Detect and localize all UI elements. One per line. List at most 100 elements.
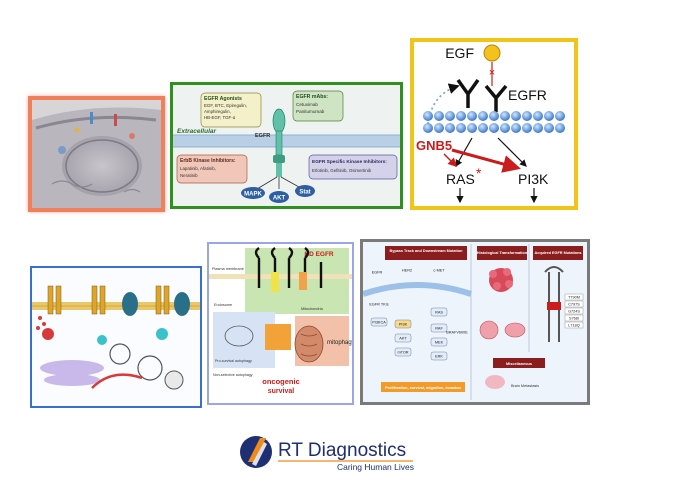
kd-egfr-diagram: KD EGFR Plasma membrane Endosome Mitocho… bbox=[209, 244, 352, 403]
egf-label: EGF bbox=[445, 45, 474, 61]
pathway-node-box bbox=[370, 317, 388, 327]
rt-diagnostics-logo: RT Diagnostics Caring Human Lives bbox=[238, 432, 428, 474]
gnb5-label: GNB5 bbox=[416, 138, 452, 153]
pathway-node-label: AKT bbox=[399, 336, 407, 340]
membrane-bead bbox=[456, 123, 466, 133]
oncogenic-label: oncogenic bbox=[262, 377, 300, 386]
akt-label: AKT bbox=[273, 196, 286, 202]
membrane-bead bbox=[533, 123, 543, 133]
panel-resistance-mechanisms: Bypass Track and Downstream Mutation His… bbox=[360, 239, 590, 405]
pathway-node-label: EGFR TKIs bbox=[369, 302, 388, 306]
recycling-arrow bbox=[427, 83, 460, 125]
mutation-label: L718Q bbox=[568, 324, 579, 328]
mabs-box bbox=[292, 90, 344, 122]
pathway-node-box bbox=[394, 347, 412, 357]
pathway-node-label: HER2 bbox=[402, 268, 412, 272]
egfr-therapy-diagram: Extracellular EGFR Agonists EGF, BTC, Ep… bbox=[173, 85, 400, 206]
kd-egfr-label: KD EGFR bbox=[304, 251, 334, 258]
cell-membrane bbox=[173, 135, 400, 147]
pathway-node-box bbox=[430, 351, 448, 361]
mutation-box bbox=[564, 300, 584, 308]
membrane-bead bbox=[423, 123, 433, 133]
pathway-node-box bbox=[394, 319, 412, 329]
erbb-line: Lapatinib, Afatinib, bbox=[180, 166, 216, 171]
bypass-title: Bypass Track and Downstream Mutation bbox=[389, 249, 463, 253]
erbb-box bbox=[176, 154, 248, 184]
membrane-bead bbox=[478, 123, 488, 133]
membrane-bead bbox=[555, 111, 565, 121]
gnb5-diagram: EGF × EGFR GNB5 RAS * PI3K bbox=[416, 44, 565, 204]
mabs-line: Panitumumab bbox=[296, 109, 325, 114]
pathway-node-box bbox=[394, 333, 412, 343]
brain-shape bbox=[485, 375, 505, 389]
receptor-right bbox=[484, 84, 508, 112]
panel-gnb5-signalling: EGF × EGFR GNB5 RAS * PI3K bbox=[410, 38, 578, 210]
resistance-diagram: Bypass Track and Downstream Mutation His… bbox=[363, 242, 587, 402]
receptor-shape bbox=[272, 108, 286, 134]
stat-label: Stat bbox=[299, 190, 310, 196]
membrane-bead bbox=[500, 111, 510, 121]
membrane-bead bbox=[555, 123, 565, 133]
mabs-title: EGFR mAbs: bbox=[296, 94, 328, 100]
mitophagy-label: mitophagy bbox=[327, 340, 352, 346]
mutation-box bbox=[564, 314, 584, 322]
survival-label: survival bbox=[268, 388, 295, 395]
mitochondria-label: Mitochondria bbox=[301, 307, 324, 311]
erbb-title: ErbB Kinase Inhibitors: bbox=[180, 158, 236, 164]
ras-mutation-star: * bbox=[476, 165, 482, 181]
histology-header bbox=[477, 246, 527, 260]
membrane-bead bbox=[533, 111, 543, 121]
logo-brand: RT Diagnostics bbox=[278, 440, 406, 461]
membrane-bead bbox=[434, 111, 444, 121]
histology-title: Histological Transformation bbox=[477, 251, 528, 255]
outcome-label: Proliferation, survival, migration, inva… bbox=[385, 386, 461, 390]
pathway-node-label: PI3K bbox=[399, 322, 408, 326]
agonists-line: EGF, BTC, Epiregulin, bbox=[204, 103, 247, 108]
ras-label: RAS bbox=[446, 171, 475, 187]
brain-label: Brain Metastasis bbox=[511, 384, 539, 388]
misc-header bbox=[493, 358, 545, 368]
non-selective-label: Non-selective autophagy bbox=[213, 373, 253, 377]
pathway-node-box bbox=[430, 337, 448, 347]
membrane-bead bbox=[500, 123, 510, 133]
mutation-label: T790M bbox=[568, 296, 580, 300]
pathway-node-label: ERK bbox=[435, 354, 443, 358]
nucleus-shape bbox=[62, 136, 142, 196]
membrane-bead bbox=[544, 111, 554, 121]
egfr-label: EGFR bbox=[508, 87, 547, 103]
pathway-node-label: mTOR bbox=[397, 350, 408, 354]
plasma-membrane-label: Plasma membrane bbox=[212, 267, 244, 271]
mutations-header bbox=[533, 246, 583, 260]
misc-title: Miscellaneous bbox=[506, 362, 532, 366]
extracellular-label: Extracellular bbox=[177, 128, 216, 135]
outcome-bar bbox=[381, 382, 465, 392]
mutation-label: S768I bbox=[569, 317, 579, 321]
specific-title: EGFR Specific Kinase Inhibitors: bbox=[312, 159, 387, 165]
gnb5-arrow bbox=[451, 148, 521, 173]
bypass-header bbox=[385, 246, 467, 260]
endosome-region bbox=[213, 312, 275, 368]
pathway-node-label: EGFR bbox=[372, 270, 383, 274]
receptor-left bbox=[456, 78, 480, 108]
panel-kd-egfr: KD EGFR Plasma membrane Endosome Mitocho… bbox=[207, 242, 354, 405]
pathway-node-label: PI3KCA bbox=[372, 320, 386, 324]
agonists-title: EGFR Agonists bbox=[204, 96, 242, 102]
membrane-bead bbox=[445, 123, 455, 133]
pro-survival-label: Pro-survival autophagy bbox=[215, 359, 252, 363]
pathway-node-box bbox=[430, 323, 448, 333]
pathway-node-label: RAS bbox=[435, 310, 443, 314]
autophagy-diagram bbox=[32, 268, 200, 406]
membrane-bead bbox=[511, 111, 521, 121]
pathway-node-label: MEK bbox=[435, 340, 444, 344]
agonists-line: Amphiregulin, bbox=[204, 109, 231, 114]
membrane-bead bbox=[522, 111, 532, 121]
mutation-box bbox=[564, 293, 584, 301]
membrane-bead bbox=[445, 111, 455, 121]
logo-tagline: Caring Human Lives bbox=[337, 462, 414, 472]
mutation-box bbox=[564, 307, 584, 315]
membrane-bead bbox=[544, 123, 554, 133]
mapk-label: MAPK bbox=[244, 192, 262, 198]
stat-node bbox=[295, 185, 315, 197]
specific-line: Erlotinib, Gefitinib, Osimertinib bbox=[312, 168, 372, 173]
panel-cell-illustration bbox=[28, 96, 165, 212]
